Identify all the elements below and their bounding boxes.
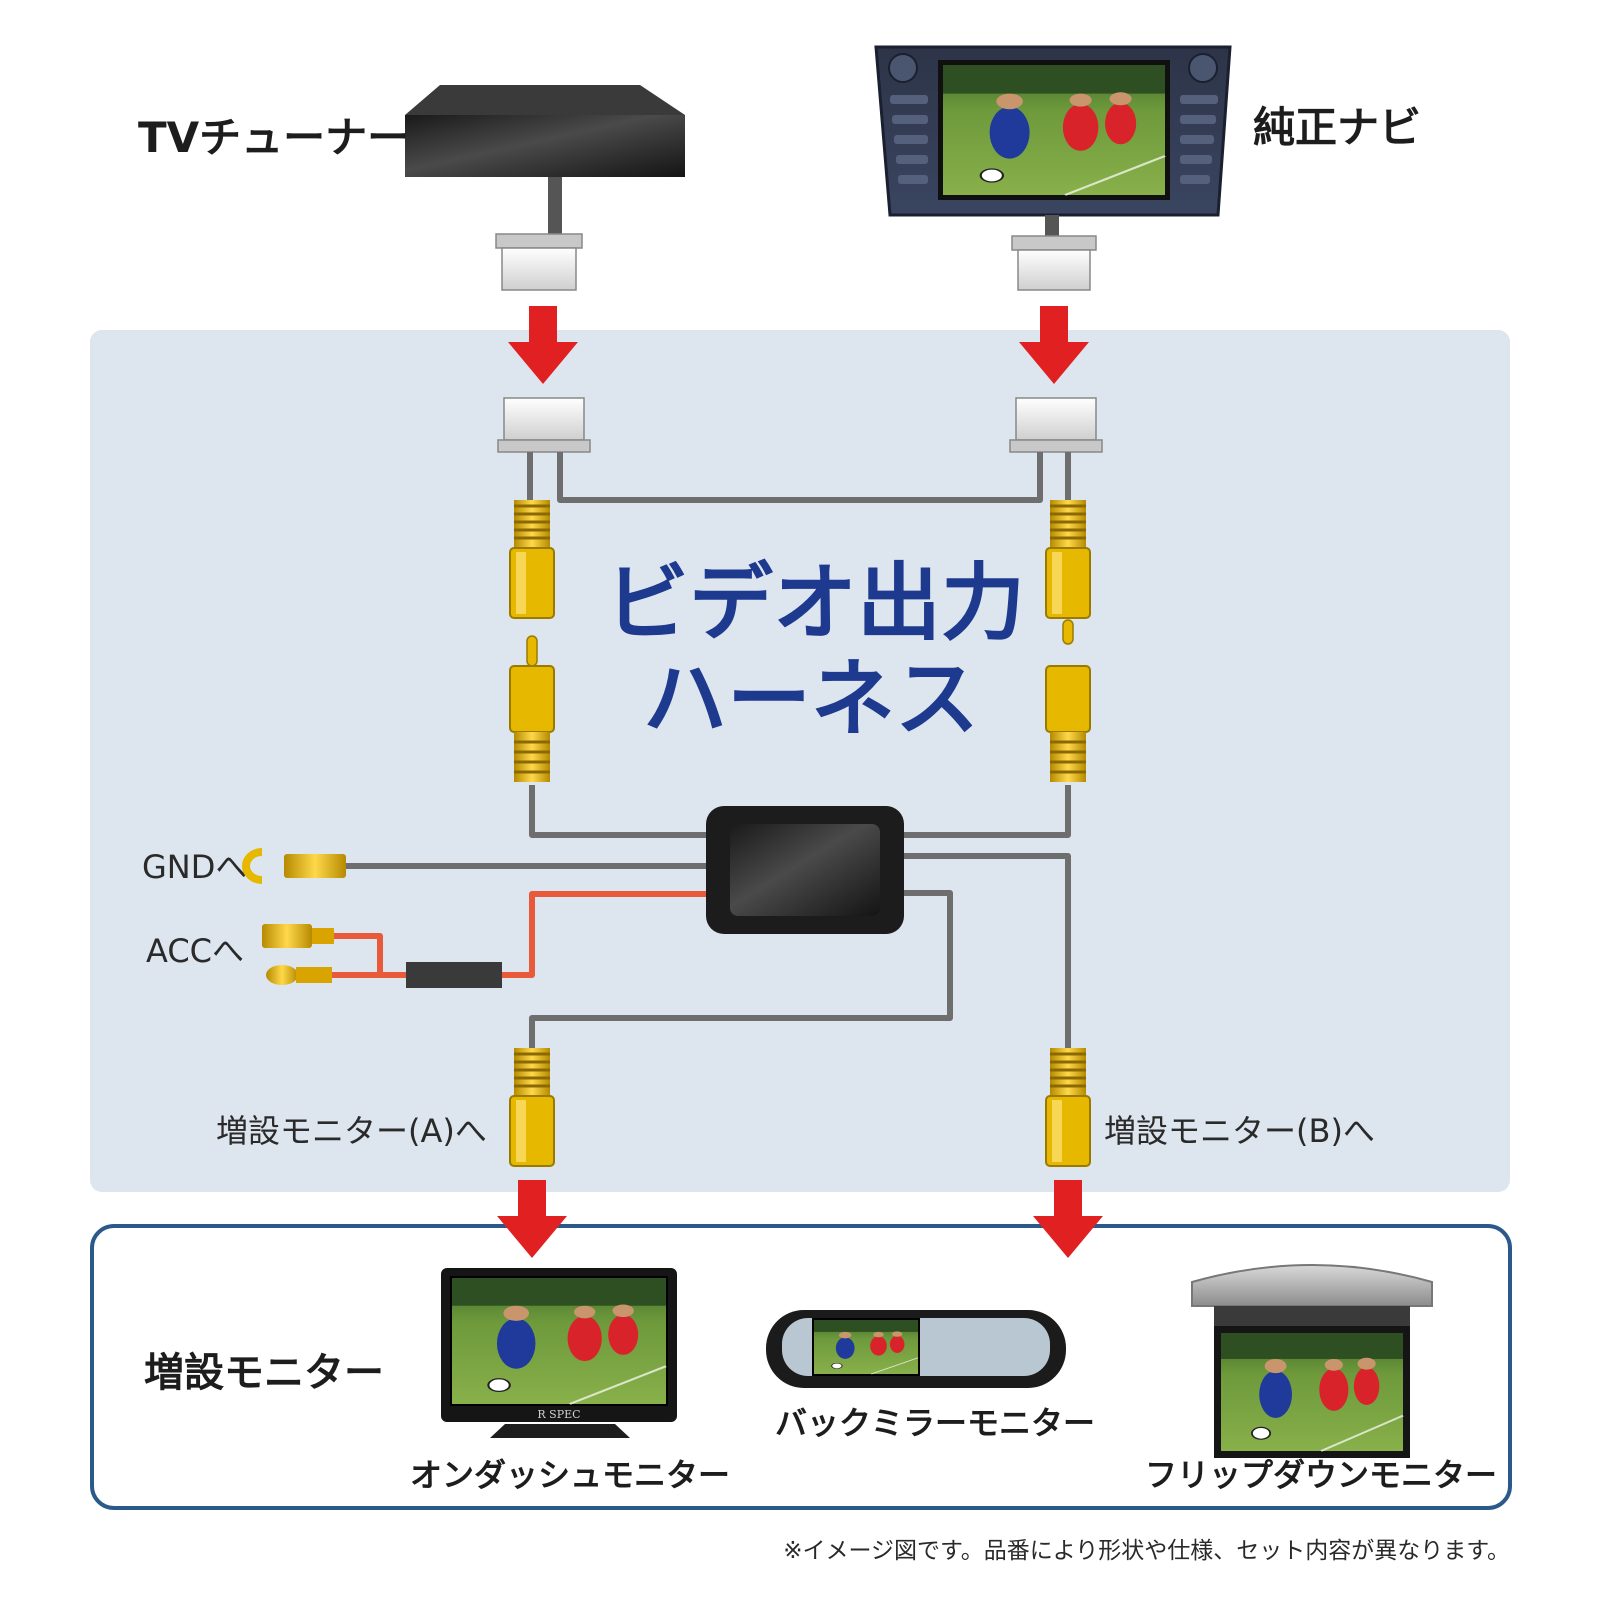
arrow-down-icon: [497, 1180, 567, 1258]
acc-power-cable: [330, 891, 710, 978]
car-navigation-screen-icon: [874, 45, 1232, 291]
oem-navi-label: 純正ナビ: [1253, 103, 1421, 152]
rearview-mirror-monitor-icon: [766, 1310, 1066, 1388]
tv-tuner-box-icon: [405, 85, 685, 291]
output-b-label: 増設モニター(B)へ: [1104, 1112, 1375, 1150]
arrow-down-icon: [508, 306, 578, 384]
tv-tuner-label: TVチューナー: [138, 113, 409, 162]
harness-cables: [345, 452, 1071, 1050]
rca-plug-icon: [509, 635, 555, 782]
flip-down-monitor-label: フリップダウンモニター: [1145, 1456, 1497, 1494]
arrow-down-icon: [1019, 306, 1089, 384]
rca-jack-icon: [1044, 1046, 1092, 1168]
rca-plug-icon: [1045, 619, 1091, 782]
monitor-brand-label: R SPEC: [537, 1408, 580, 1421]
on-dash-monitor-icon: R SPEC: [441, 1268, 677, 1438]
monitors-section-title: 増設モニター: [144, 1350, 384, 1396]
footnote: ※イメージ図です。品番により形状や仕様、セット内容が異なります。: [783, 1538, 1510, 1564]
on-dash-monitor-label: オンダッシュモニター: [410, 1456, 730, 1494]
harness-title-line2: ハーネス: [643, 650, 979, 748]
acc-spade-terminal-icon: [262, 924, 334, 985]
harness-title-line1: ビデオ出力: [605, 554, 1025, 652]
flip-down-monitor-icon: [1191, 1264, 1433, 1458]
harness-connector-tuner: [497, 397, 591, 453]
rca-jack-icon: [508, 498, 556, 620]
gnd-label: GNDへ: [142, 848, 247, 886]
output-a-label: 増設モニター(A)へ: [216, 1112, 487, 1150]
rearview-mirror-monitor-label: バックミラーモニター: [775, 1404, 1095, 1442]
fuse-holder-icon: [406, 962, 502, 988]
harness-panel: [90, 330, 1510, 1192]
rca-jack-icon: [508, 1046, 556, 1168]
rca-jack-icon: [1044, 498, 1092, 620]
harness-control-box-icon: [706, 806, 904, 934]
gnd-ring-terminal-icon: [242, 848, 346, 884]
arrow-down-icon: [1033, 1180, 1103, 1258]
harness-connector-navi: [1009, 397, 1103, 453]
acc-label: ACCへ: [146, 932, 244, 970]
